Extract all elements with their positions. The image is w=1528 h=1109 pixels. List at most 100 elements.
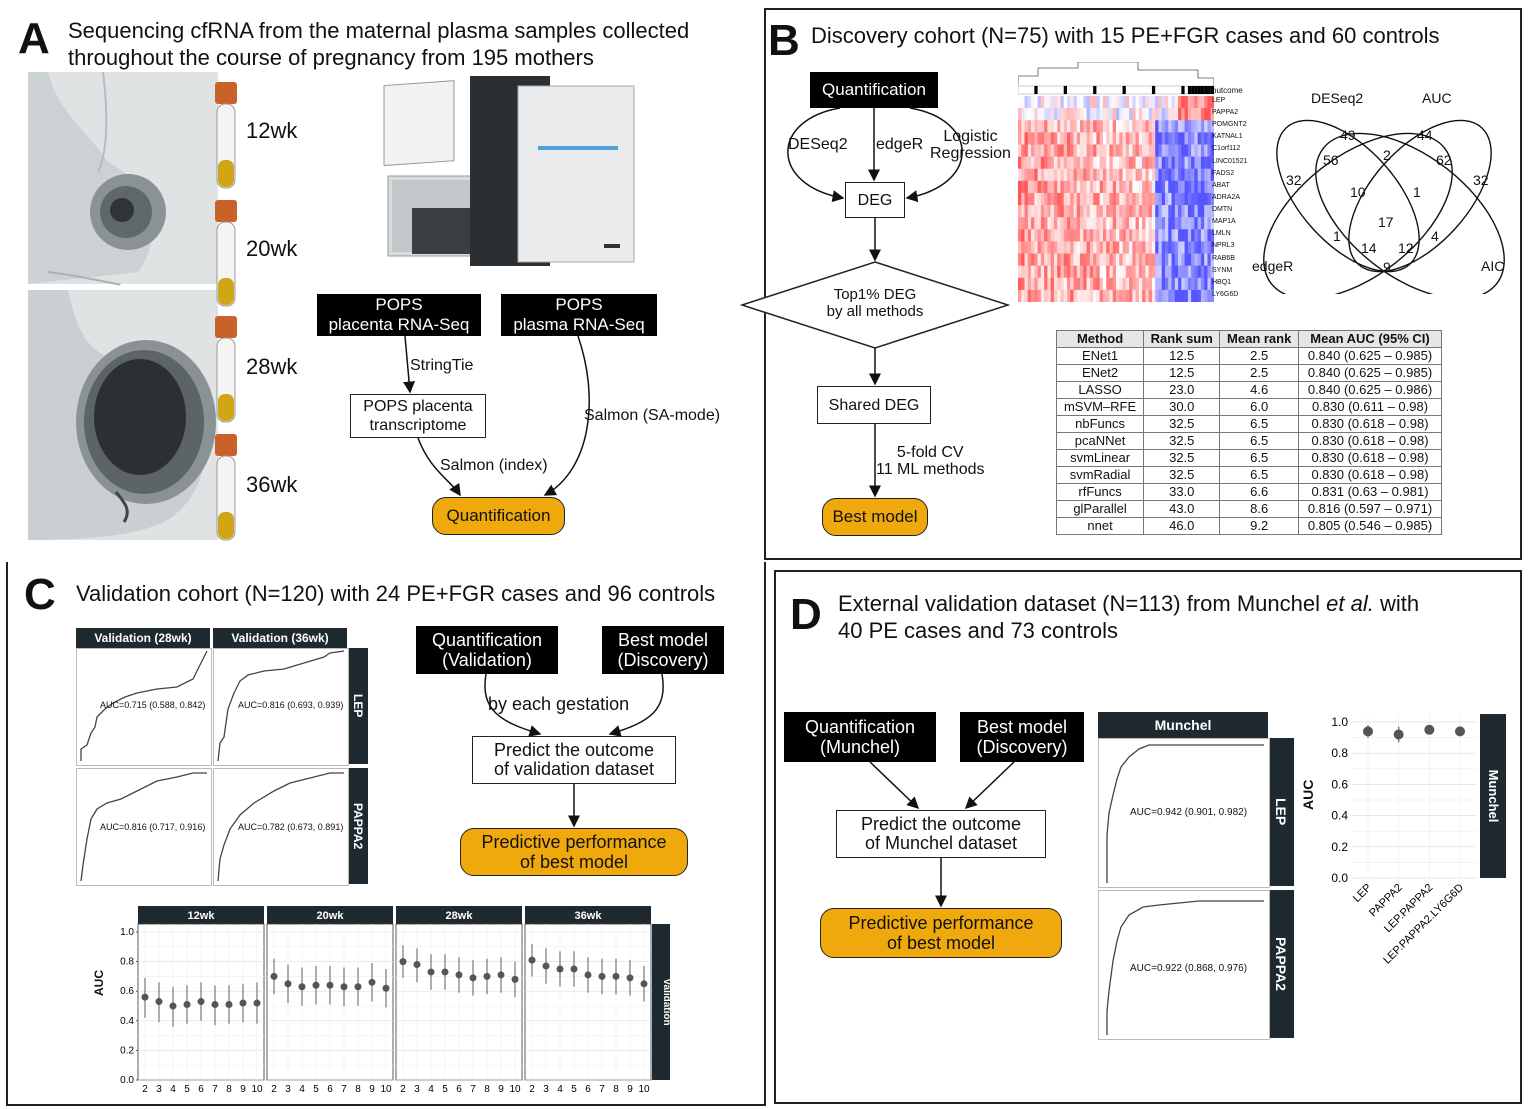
heatmap-cell xyxy=(1116,144,1120,157)
heatmap-cell xyxy=(1018,253,1022,266)
heatmap-cell xyxy=(1178,289,1182,302)
label-by-gestation: by each gestation xyxy=(488,694,630,714)
heatmap-cell xyxy=(1083,168,1087,182)
heatmap-cell xyxy=(1040,180,1045,194)
heatmap-cell xyxy=(1151,229,1156,242)
heatmap-cell xyxy=(1197,253,1202,266)
heatmap-cell xyxy=(1194,180,1198,194)
heatmap-cell xyxy=(1050,241,1055,254)
heatmap-cell xyxy=(1138,120,1143,133)
heatmap-cell xyxy=(1057,132,1061,145)
data-point xyxy=(225,1001,233,1009)
heatmap-cell xyxy=(1142,241,1146,254)
heatmap-cell xyxy=(1089,277,1094,291)
heatmap-cell xyxy=(1093,156,1097,170)
heatmap-cell xyxy=(1204,120,1208,133)
heatmap-cell xyxy=(1129,156,1133,170)
heatmap-cell xyxy=(1122,265,1127,279)
x-tick-label: 10 xyxy=(638,1084,650,1095)
x-tick-label: 7 xyxy=(341,1084,347,1095)
outcome-case-mark xyxy=(1151,86,1156,94)
heatmap-cell xyxy=(1145,96,1149,109)
heatmap-cell xyxy=(1021,120,1025,133)
heatmap-cell xyxy=(1106,192,1110,206)
heatmap-cell xyxy=(1204,180,1208,194)
y-tick-label: 0.8 xyxy=(120,957,134,968)
heatmap-cell xyxy=(1102,192,1107,206)
heatmap-cell xyxy=(1174,277,1179,291)
heatmap-cell xyxy=(1024,132,1029,145)
heatmap-cell xyxy=(1158,120,1163,133)
heatmap-cell xyxy=(1040,277,1045,291)
heatmap-cell xyxy=(1207,217,1212,230)
heatmap-cell xyxy=(1145,144,1149,157)
heatmap-cell xyxy=(1076,289,1081,302)
heatmap-cell xyxy=(1099,205,1104,218)
heatmap-cell xyxy=(1197,241,1202,254)
heatmap-cell xyxy=(1194,229,1198,242)
heatmap-cell xyxy=(1161,205,1166,218)
heatmap-cell xyxy=(1044,241,1048,254)
heatmap-cell xyxy=(1083,241,1087,254)
heatmap-cell xyxy=(1178,192,1182,206)
heatmap-cell xyxy=(1116,241,1120,254)
heatmap-cell xyxy=(1210,156,1214,170)
heatmap-cell xyxy=(1125,253,1130,266)
heatmap-cell xyxy=(1204,144,1208,157)
heatmap-cell xyxy=(1187,156,1192,170)
plot-area xyxy=(1352,714,1476,878)
heatmap-cell xyxy=(1165,144,1169,157)
heatmap-cell xyxy=(1096,241,1100,254)
heatmap-cell xyxy=(1197,229,1202,242)
heatmap-cell xyxy=(1096,132,1100,145)
heatmap-cell xyxy=(1148,217,1153,230)
table-cell: 0.830 (0.618 – 0.98) xyxy=(1298,415,1442,433)
heatmap-cell xyxy=(1044,132,1048,145)
heatmap-cell xyxy=(1116,192,1120,206)
heatmap-cell xyxy=(1040,253,1045,266)
panel-a-title-line2: throughout the course of pregnancy from … xyxy=(68,45,594,70)
heatmap-cell xyxy=(1060,217,1065,230)
heatmap-cell xyxy=(1027,108,1032,121)
x-tick-label: 6 xyxy=(327,1084,333,1095)
heatmap-cell xyxy=(1053,180,1058,194)
venn-count: 49 xyxy=(1340,127,1356,143)
heatmap-cell xyxy=(1119,289,1123,302)
heatmap-cell xyxy=(1083,253,1087,266)
heatmap-cell xyxy=(1076,253,1081,266)
heatmap-cell xyxy=(1106,156,1110,170)
table-cell: 0.840 (0.625 – 0.986) xyxy=(1298,381,1442,399)
heatmap-cell xyxy=(1031,289,1035,302)
heatmap xyxy=(1018,62,1214,302)
heatmap-cell xyxy=(1106,144,1110,157)
table-cell: 6.5 xyxy=(1219,466,1299,484)
heatmap-cell xyxy=(1040,289,1045,302)
heatmap-cell xyxy=(1187,277,1192,291)
heatmap-cell xyxy=(1040,265,1045,279)
heatmap-cell xyxy=(1138,96,1143,109)
heatmap-cell xyxy=(1050,180,1055,194)
heatmap-cell xyxy=(1073,120,1078,133)
heatmap-cell xyxy=(1197,120,1202,133)
heatmap-cell xyxy=(1119,253,1123,266)
heatmap-cell xyxy=(1018,241,1022,254)
heatmap-cell xyxy=(1197,156,1202,170)
heatmap-cell xyxy=(1125,132,1130,145)
heatmap-cell xyxy=(1119,108,1123,121)
heatmap-cell xyxy=(1018,108,1022,121)
heatmap-cell xyxy=(1063,229,1068,242)
heatmap-cell xyxy=(1086,168,1091,182)
heatmap-cell xyxy=(1135,132,1140,145)
heatmap-cell xyxy=(1142,180,1146,194)
heatmap-cell xyxy=(1102,217,1107,230)
heatmap-cell xyxy=(1037,253,1042,266)
heatmap-gene-label: LEP xyxy=(1212,97,1226,104)
heatmap-cell xyxy=(1168,265,1172,279)
heatmap-cell xyxy=(1187,205,1192,218)
heatmap-cell xyxy=(1018,96,1022,109)
heatmap-cell xyxy=(1044,120,1048,133)
heatmap-cell xyxy=(1161,241,1166,254)
data-point xyxy=(483,972,491,980)
heatmap-cell xyxy=(1135,192,1140,206)
